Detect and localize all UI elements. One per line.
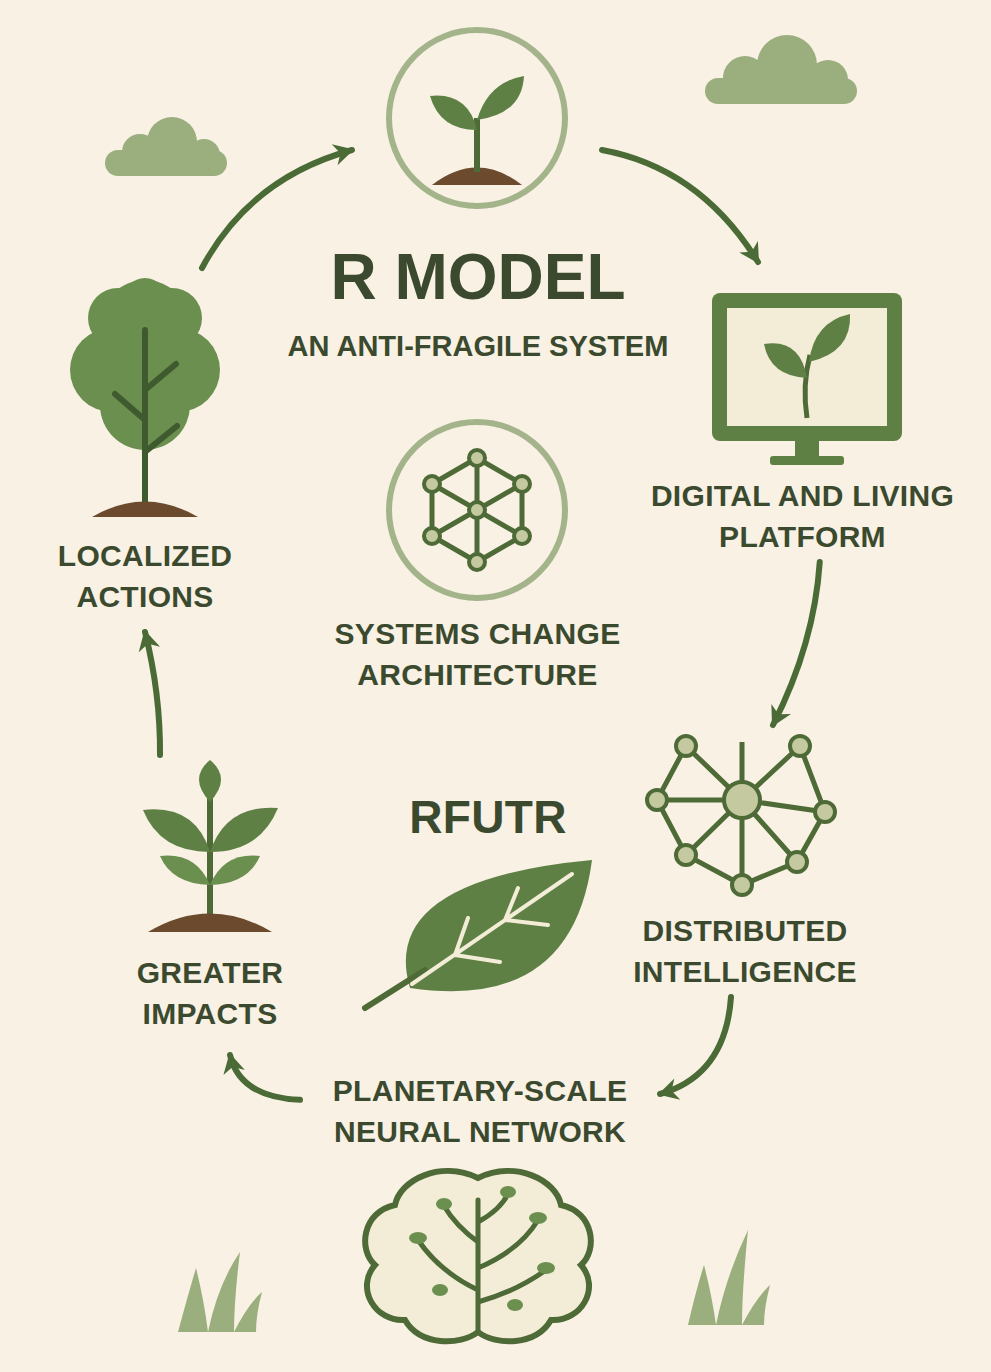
stage-label: PLANETARY-SCALE NEURAL NETWORK (300, 1071, 660, 1153)
leaf-icon (365, 860, 592, 1008)
network-circle-icon (389, 422, 565, 598)
cycle-arrow (145, 632, 160, 755)
network-icon (647, 736, 835, 895)
stage-label: DIGITAL AND LIVING PLATFORM (630, 476, 975, 558)
cycle-stage: GREATER IMPACTS (110, 755, 310, 1055)
cycle-stage: LOCALIZED ACTIONS (35, 275, 255, 632)
grass (688, 1230, 770, 1325)
grass (178, 1252, 262, 1332)
stage-label: LOCALIZED ACTIONS (35, 536, 255, 618)
subtitle: AN ANTI-FRAGILE SYSTEM (0, 328, 956, 366)
brain-icon (365, 1171, 591, 1341)
stage-label: GREATER IMPACTS (110, 953, 310, 1035)
cycle-stage: DIGITAL AND LIVING PLATFORM (630, 290, 975, 562)
cloud (705, 35, 857, 104)
tree-icon (70, 278, 220, 517)
cycle-stage: SYSTEMS CHANGE ARCHITECTURE (305, 408, 650, 700)
stage-label: SYSTEMS CHANGE ARCHITECTURE (305, 614, 650, 696)
cycle-stage: RFUTR (388, 786, 588, 1016)
cycle-arrow (660, 997, 731, 1094)
cycle-arrow (773, 562, 820, 725)
cycle-arrow (202, 150, 352, 268)
diagram-title: R MODEL (0, 242, 956, 312)
stage-label: DISTRIBUTED INTELLIGENCE (605, 911, 885, 993)
cycle-arrow (230, 1055, 300, 1100)
cycle-stage: PLANETARY-SCALE NEURAL NETWORK (300, 1065, 660, 1355)
stage-label: RFUTR (388, 786, 588, 849)
sapling-icon (143, 760, 278, 932)
cycle-stage: DISTRIBUTED INTELLIGENCE (605, 725, 885, 997)
monitor-icon (712, 293, 902, 465)
seedling-icon (389, 30, 565, 206)
cloud (105, 117, 227, 176)
